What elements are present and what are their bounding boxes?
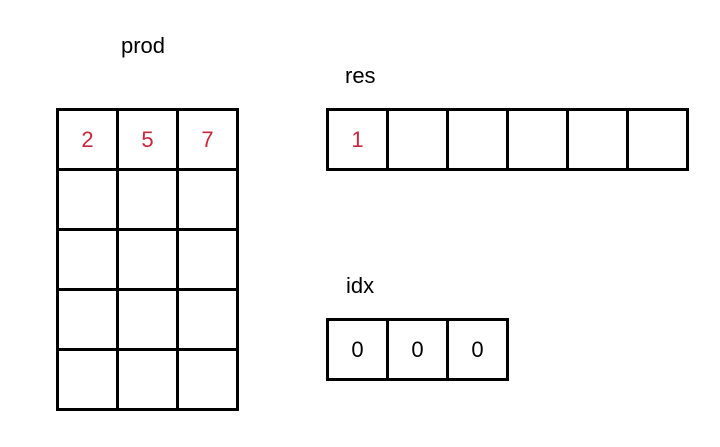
idx-array: 0 0 0 [326,318,509,381]
res-row: 1 [326,108,689,171]
idx-cell: 0 [446,318,509,381]
prod-row [56,168,239,231]
res-array: 1 [326,108,689,171]
prod-cell [56,168,119,231]
prod-row [56,228,239,291]
res-cell [506,108,569,171]
prod-cell [116,228,179,291]
res-cell [626,108,689,171]
idx-cell: 0 [326,318,389,381]
prod-row [56,348,239,411]
idx-row: 0 0 0 [326,318,509,381]
idx-label: idx [346,273,375,298]
res-cell [386,108,449,171]
prod-cell: 5 [116,108,179,171]
prod-cell [116,168,179,231]
prod-cell [56,288,119,351]
res-cell [566,108,629,171]
prod-cell [176,168,239,231]
prod-cell [176,288,239,351]
prod-cell: 2 [56,108,119,171]
prod-cell [56,348,119,411]
prod-cell [176,348,239,411]
prod-cell [116,288,179,351]
res-cell [446,108,509,171]
prod-cell [56,228,119,291]
prod-cell [176,228,239,291]
prod-cell: 7 [176,108,239,171]
idx-cell: 0 [386,318,449,381]
res-cell: 1 [326,108,389,171]
prod-row: 2 5 7 [56,108,239,171]
res-label: res [345,63,376,88]
prod-label: prod [121,33,166,58]
prod-row [56,288,239,351]
prod-cell [116,348,179,411]
prod-table: 2 5 7 [56,108,239,411]
